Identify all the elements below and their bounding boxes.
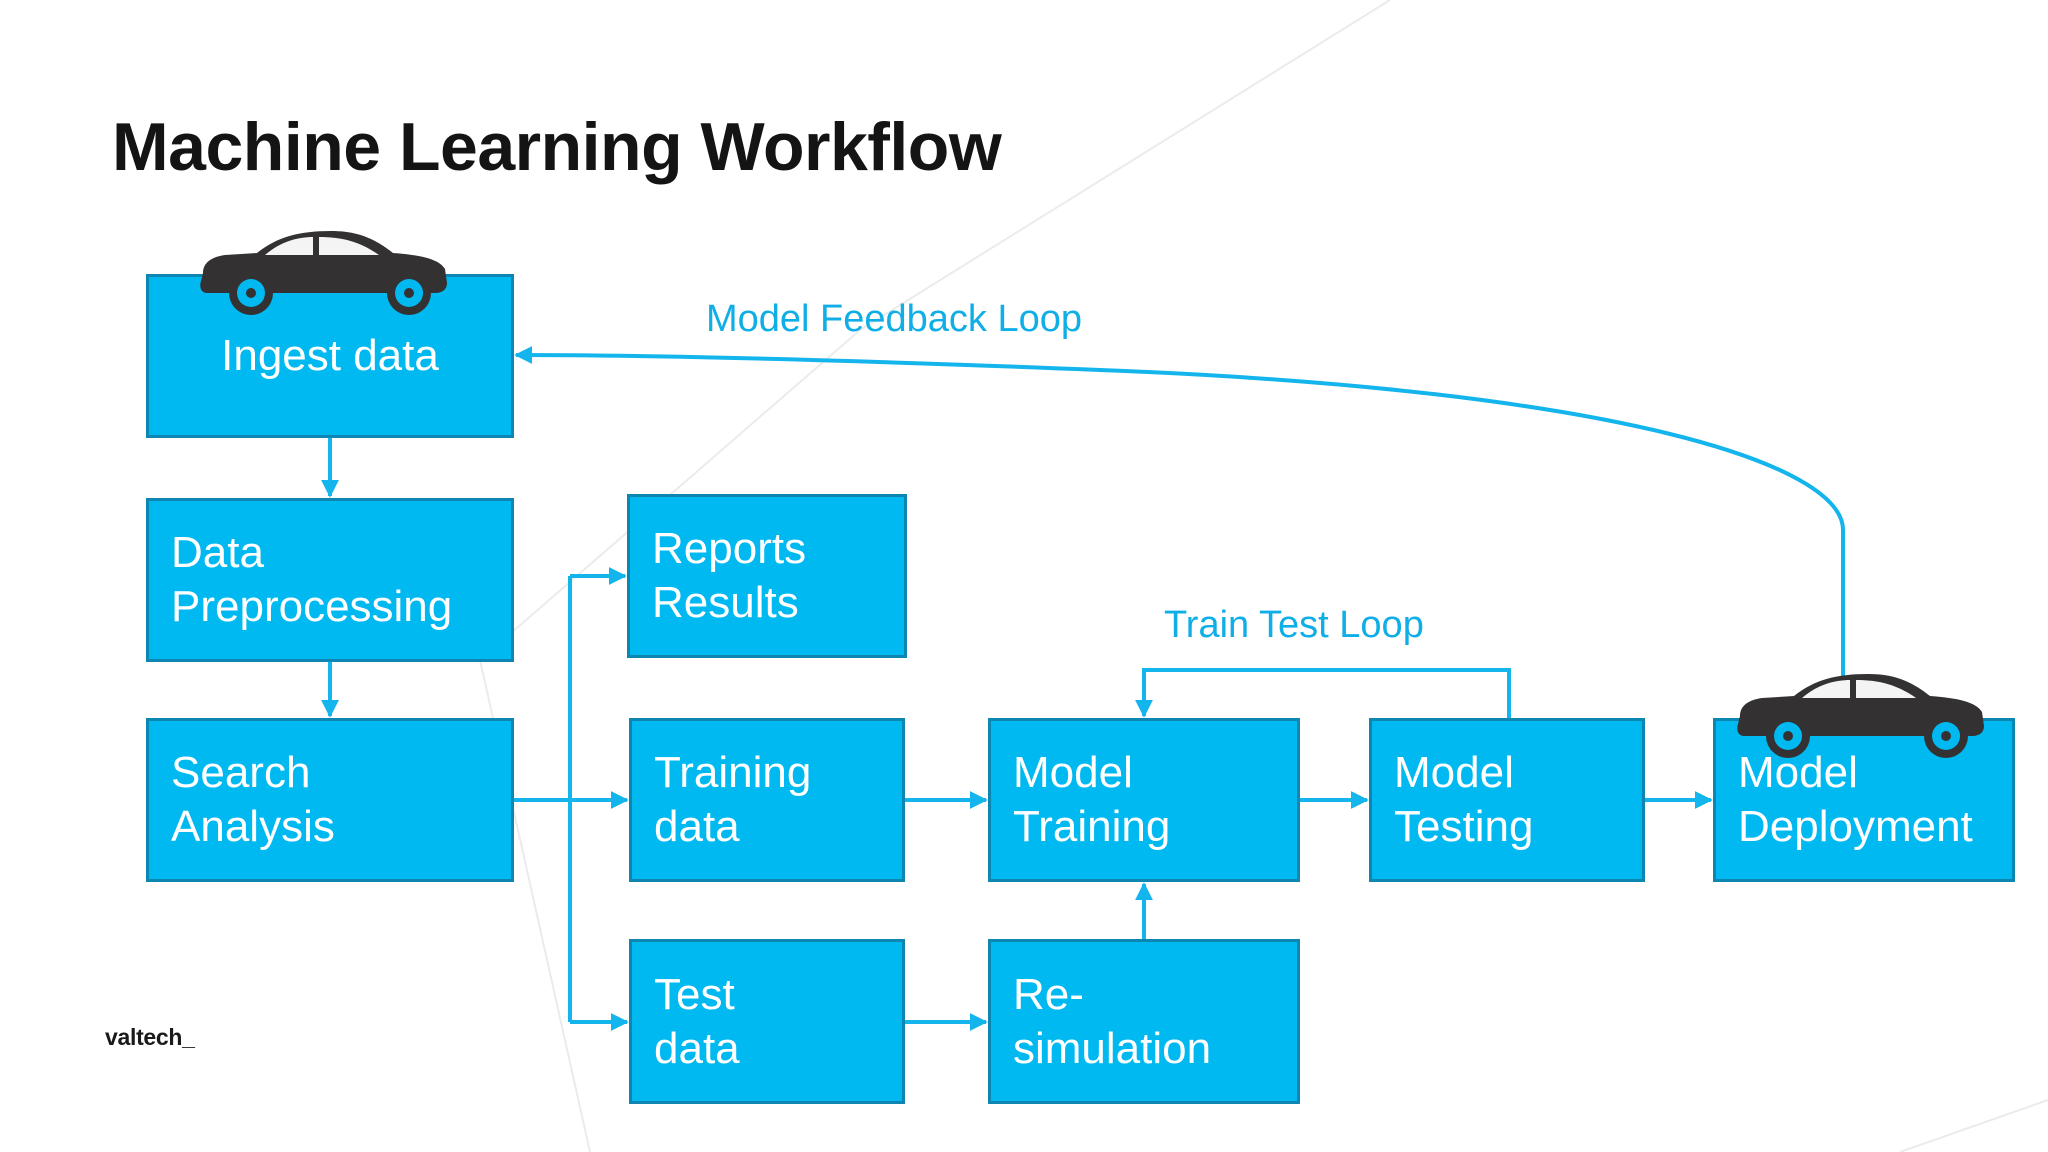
node-model-testing: Model Testing [1369,718,1645,882]
node-resimulation: Re- simulation [988,939,1300,1104]
train-test-loop-label: Train Test Loop [1164,604,1424,646]
feedback-loop-label: Model Feedback Loop [706,298,1083,340]
node-training-data: Training data [629,718,905,882]
node-search-analysis: Search Analysis [146,718,514,882]
node-label: Model [1013,748,1133,797]
node-label: data [654,1023,740,1073]
node-test-data: Test data [629,939,905,1104]
node-label: Analysis [171,802,335,851]
car-icon [1737,674,1984,758]
node-label: Data [171,528,264,577]
node-label: Training [1013,802,1171,851]
node-reports-results: Reports Results [627,494,907,658]
node-label: Results [652,578,799,627]
car-icon [200,231,447,315]
node-label: Search [171,748,311,797]
node-label: Testing [1394,802,1534,851]
node-label: Preprocessing [171,582,453,631]
node-label: Test [654,969,735,1019]
node-model-deployment: Model Deployment [1713,718,2015,882]
page-title: Machine Learning Workflow [112,109,1002,185]
node-label: Training [654,748,812,797]
node-label: simulation [1013,1023,1212,1073]
node-label: Ingest data [221,331,439,380]
train-test-loop-arrow [1135,668,1511,718]
node-model-training: Model Training [988,718,1300,882]
node-label: data [654,802,740,851]
node-label: Model [1738,748,1858,797]
node-label: Deployment [1738,802,1973,851]
node-ingest-data: Ingest data [146,274,514,438]
feedback-loop-arrow [514,346,1845,700]
node-label: Reports [652,524,807,573]
node-data-preprocessing: Data Preprocessing [146,498,514,662]
node-label: Model [1394,748,1514,797]
valtech-logo: valtech_ [105,1024,195,1050]
node-label: Re- [1013,969,1084,1019]
